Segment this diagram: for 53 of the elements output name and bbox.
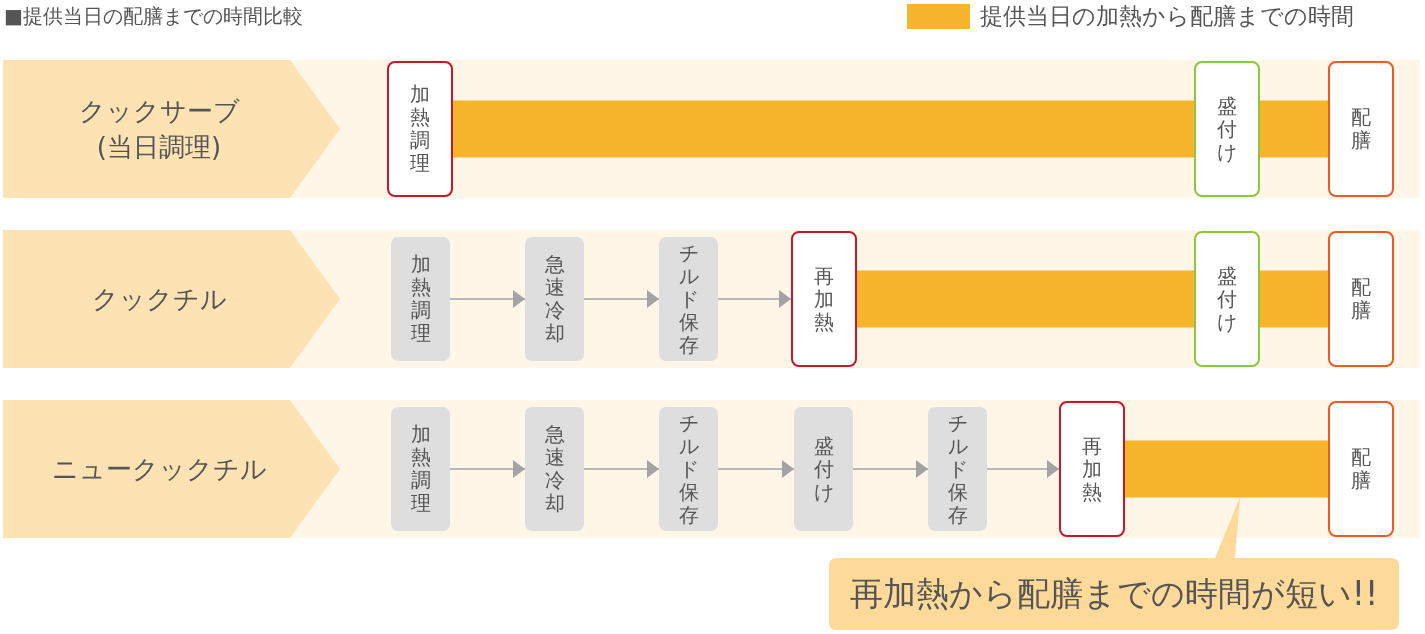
stage-label: 配膳 xyxy=(1351,446,1371,492)
arrow xyxy=(583,460,660,478)
stage-label: 盛付け xyxy=(1217,264,1237,334)
arrow xyxy=(986,460,1060,478)
stage-label: 配膳 xyxy=(1351,106,1371,152)
step-label: 加熱調理 xyxy=(410,253,431,345)
step-box xyxy=(928,407,987,531)
arrow xyxy=(449,290,526,308)
time-bar xyxy=(453,100,1194,158)
stage-box xyxy=(1328,61,1394,197)
step-label: 急速冷却 xyxy=(544,423,565,515)
step-box xyxy=(525,407,584,531)
stage-label: 配膳 xyxy=(1351,276,1371,322)
legend-label: 提供当日の加熱から配膳までの時間 xyxy=(980,2,1354,31)
stage-box xyxy=(1059,401,1125,537)
step-box xyxy=(391,237,450,361)
arrow xyxy=(717,460,795,478)
arrow xyxy=(717,290,792,308)
step-box xyxy=(659,407,718,531)
diagram-title: ■提供当日の配膳までの時間比較 xyxy=(4,3,303,29)
stage-label: 盛付け xyxy=(1217,94,1237,164)
arrow xyxy=(583,290,660,308)
stage-label: 再加熱 xyxy=(814,264,834,334)
step-label: 盛付け xyxy=(813,434,834,504)
step-label: 急速冷却 xyxy=(544,253,565,345)
step-label: チルド保存 xyxy=(947,411,968,527)
step-box xyxy=(659,237,718,361)
time-bar xyxy=(1260,100,1328,158)
time-bar xyxy=(1125,440,1328,498)
stage-label: 加熱調理 xyxy=(410,83,430,175)
stage-box xyxy=(387,61,453,197)
step-label: チルド保存 xyxy=(678,241,699,357)
arrow xyxy=(449,460,526,478)
row-label: クックサーブ(当日調理) xyxy=(77,95,241,164)
stage-box xyxy=(1328,231,1394,367)
arrow-banner xyxy=(3,230,340,368)
stage-box xyxy=(1194,231,1260,367)
stage-box xyxy=(1194,61,1260,197)
arrow-banner xyxy=(3,60,340,198)
stage-label: 再加熱 xyxy=(1082,434,1102,504)
step-box xyxy=(525,237,584,361)
stage-box xyxy=(791,231,857,367)
step-box xyxy=(794,407,853,531)
time-bar xyxy=(1260,270,1328,328)
row-label: クックチル xyxy=(91,283,227,316)
arrow xyxy=(852,460,929,478)
arrow-banner xyxy=(3,400,340,538)
callout-text: 再加熱から配膳までの時間が短い!! xyxy=(849,574,1379,614)
step-label: チルド保存 xyxy=(678,411,699,527)
step-box xyxy=(391,407,450,531)
step-label: 加熱調理 xyxy=(410,423,431,515)
stage-box xyxy=(1328,401,1394,537)
row-label: ニュークックチル xyxy=(51,453,267,486)
